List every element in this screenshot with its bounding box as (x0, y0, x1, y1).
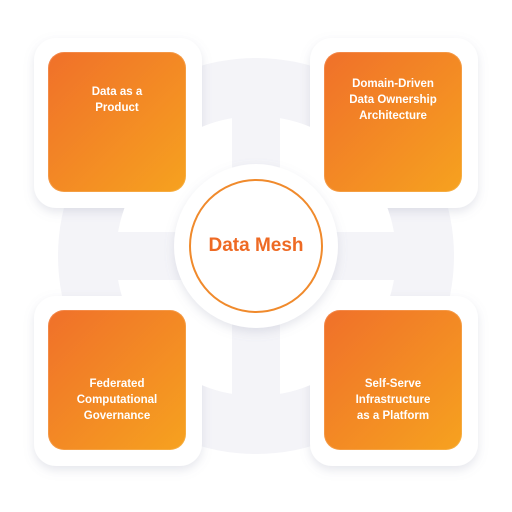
label-top-right: Domain-Driven Data Ownership Architectur… (349, 78, 437, 122)
label-bottom-right: Self-Serve Infrastructure as a Platform (355, 378, 431, 422)
label-bottom-left: Federated Computational Governance (76, 378, 158, 422)
center-title: Data Mesh (208, 235, 304, 256)
box-federated-governance (48, 310, 186, 450)
box-self-serve (324, 310, 462, 450)
box-data-as-a-product (48, 52, 186, 192)
box-domain-driven (324, 52, 462, 192)
label-top-left: Data as a Product (91, 86, 143, 114)
center-circle (174, 164, 338, 328)
center-ring (189, 179, 323, 313)
